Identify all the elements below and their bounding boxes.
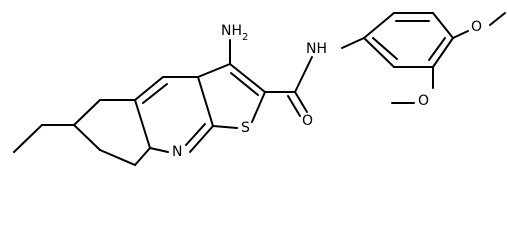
ring-bond-c6-c7 xyxy=(73,124,101,151)
carbonyl-oxygen-label: O xyxy=(302,113,313,129)
amide-nh-label: NH xyxy=(306,41,327,57)
thiophene-bond-c2-s xyxy=(251,91,266,123)
amide-bond-c-o xyxy=(294,91,308,113)
thiophene-bond-s-c9a xyxy=(212,125,238,129)
thiophene-sulfur-label: S xyxy=(241,120,250,136)
phenyl-bond-4 xyxy=(432,37,454,68)
thiophene-bond-c3-c2 xyxy=(229,63,266,93)
pyridine-bond-c9a-n-double xyxy=(185,123,206,146)
pyridine-bond-c4a-c4 xyxy=(134,76,164,101)
ring-bond-c8-c8a xyxy=(134,147,151,166)
thiophene-bond-c4b-c3 xyxy=(197,63,231,78)
methoxy-bottom-oxygen-label: O xyxy=(418,93,429,109)
amide-bond-c-n xyxy=(294,56,313,93)
phenyl-bond-4-double xyxy=(428,37,446,61)
phenyl-bond-3 xyxy=(432,12,454,39)
chemical-structure-diagram: NH2 NH O S N O O xyxy=(13,12,506,166)
thiophene-bond-c3-c2-double xyxy=(230,72,259,96)
pyridine-bond-c4b-c9a xyxy=(197,76,214,127)
amide-bond-c-o-double xyxy=(287,95,301,117)
pyridine-bond-c4a-c8a xyxy=(134,99,151,149)
pyridine-bond-c4a-c4-double xyxy=(142,83,168,104)
ethyl-bond-1 xyxy=(13,124,43,153)
phenyl-bond-1 xyxy=(363,12,395,39)
methoxy-top-oxygen-label: O xyxy=(471,19,482,35)
amino-label: NH2 xyxy=(221,23,248,43)
pyridine-nitrogen-label: N xyxy=(172,144,182,160)
pyridine-bond-n-c8a xyxy=(149,147,169,153)
phenyl-bond-6-double xyxy=(372,37,398,60)
methoxy-top-bond-ch3 xyxy=(489,12,506,26)
phenyl-bond-6 xyxy=(363,37,395,68)
ring-bond-c7-c8 xyxy=(99,149,136,166)
ring-bond-c6-c5 xyxy=(73,99,101,126)
methoxy-top-bond-o xyxy=(452,30,469,39)
pyridine-bond-c9a-n xyxy=(189,125,214,153)
phenyl-link-bond xyxy=(341,37,365,49)
